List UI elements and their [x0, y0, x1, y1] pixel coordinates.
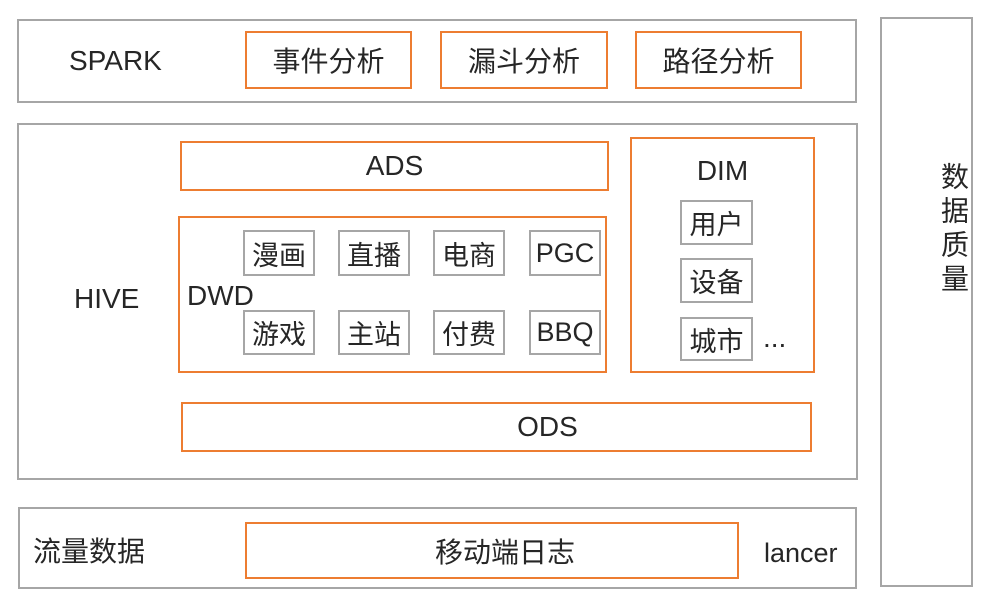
spark-label: SPARK: [69, 45, 162, 76]
ods-label: ODS: [517, 411, 578, 442]
dim-item-user: 用户: [680, 200, 753, 245]
mobile-log-box: 移动端日志: [245, 522, 739, 579]
ods-box: ODS: [181, 402, 812, 452]
dwd-item-pgc: PGC: [529, 230, 601, 276]
dwd-label: DWD: [187, 280, 254, 311]
analysis-box-funnel: 漏斗分析: [440, 31, 608, 89]
dwd-item-bbq: BBQ: [529, 310, 601, 355]
ads-box: ADS: [180, 141, 609, 191]
analysis-box-event: 事件分析: [245, 31, 412, 89]
data-quality-panel: [880, 17, 973, 587]
dwd-item-comic: 漫画: [243, 230, 315, 276]
dwd-item-game: 游戏: [243, 310, 315, 355]
data-quality-label: 数据质量: [938, 162, 969, 298]
dim-item-device: 设备: [680, 258, 753, 303]
dwd-item-ecommerce: 电商: [433, 230, 505, 276]
hive-label: HIVE: [74, 283, 140, 314]
dwd-item-main-site: 主站: [338, 310, 410, 355]
lancer-label: lancer: [764, 538, 838, 568]
dim-ellipsis: ...: [763, 322, 787, 353]
dim-label: DIM: [696, 155, 749, 186]
dwd-item-live: 直播: [338, 230, 410, 276]
dwd-item-pay: 付费: [433, 310, 505, 355]
traffic-label: 流量数据: [33, 536, 146, 567]
analysis-box-path: 路径分析: [635, 31, 802, 89]
mobile-log-label: 移动端日志: [434, 536, 575, 568]
dim-item-city: 城市: [680, 317, 753, 361]
